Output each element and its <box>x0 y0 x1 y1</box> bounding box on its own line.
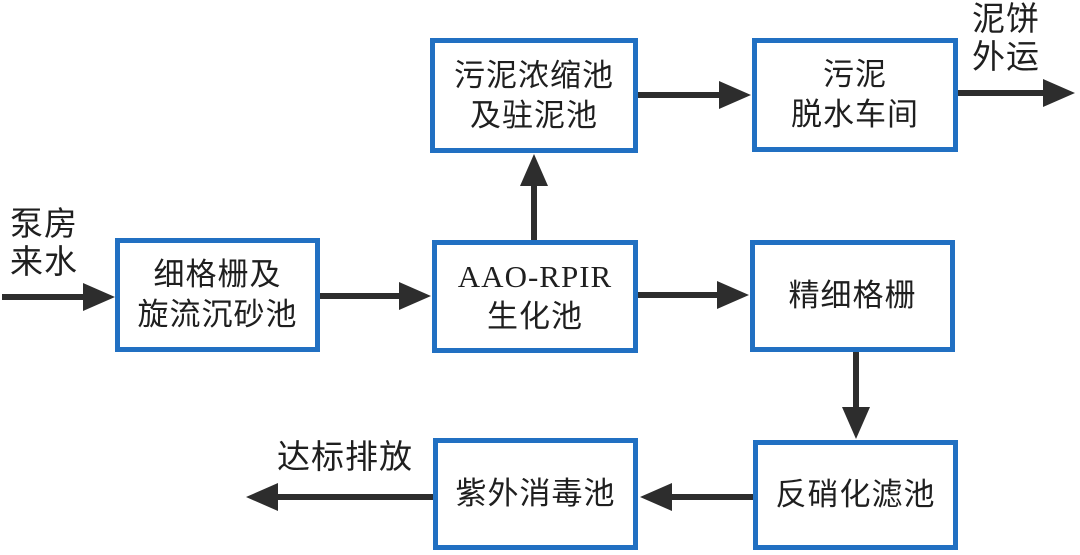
arrow-thickening-to-dewatering <box>638 81 751 109</box>
arrow-aao-to-finescreen <box>638 281 749 309</box>
node-fine-screen: 精细格栅 <box>750 240 955 352</box>
arrow-discharge <box>246 483 433 511</box>
label-pump-inflow-line2: 来水 <box>10 244 78 281</box>
arrow-finescreen-to-denit <box>842 352 870 439</box>
node-sludge-thickening-line1: 污泥浓缩池 <box>454 57 614 93</box>
node-sludge-dewatering: 污泥 脱水车间 <box>752 38 958 152</box>
node-aao-rpir-line2: 生化池 <box>487 298 583 334</box>
arrow-mudcake-out <box>958 79 1075 107</box>
node-aao-rpir: AAO-RPIR 生化池 <box>432 240 638 353</box>
node-fine-screen-grit-line1: 细格栅及 <box>153 257 282 293</box>
node-sludge-dewatering-line1: 污泥 <box>823 57 887 93</box>
label-discharge-line1: 达标排放 <box>277 440 413 476</box>
arrow-denit-to-uv <box>640 483 753 511</box>
node-sludge-thickening: 污泥浓缩池 及驻泥池 <box>430 38 638 153</box>
node-denitrification-filter-line1: 反硝化滤池 <box>775 477 936 513</box>
node-fine-screen-grit-line2: 旋流沉砂池 <box>137 297 298 332</box>
node-fine-screen-line1: 精细格栅 <box>788 278 917 314</box>
label-mud-cake-out-line2: 外运 <box>972 39 1040 76</box>
node-sludge-thickening-line2: 及驻泥池 <box>470 97 598 133</box>
arrow-inflow <box>2 283 115 311</box>
node-denitrification-filter: 反硝化滤池 <box>753 440 958 550</box>
arrow-grit-to-aao <box>320 282 431 310</box>
label-discharge: 达标排放 <box>270 440 420 478</box>
label-mud-cake-out: 泥饼 外运 <box>962 2 1050 78</box>
label-pump-inflow: 泵房 来水 <box>0 207 88 283</box>
node-aao-rpir-line1: AAO-RPIR <box>457 258 613 294</box>
node-sludge-dewatering-line2: 脱水车间 <box>791 97 919 132</box>
label-pump-inflow-line1: 泵房 <box>10 207 78 243</box>
node-fine-screen-grit: 细格栅及 旋流沉砂池 <box>115 238 320 352</box>
node-uv-disinfection-line1: 紫外消毒池 <box>455 476 616 512</box>
node-uv-disinfection: 紫外消毒池 <box>433 438 638 550</box>
label-mud-cake-out-line1: 泥饼 <box>972 2 1040 38</box>
arrow-aao-to-thickening <box>520 154 548 240</box>
